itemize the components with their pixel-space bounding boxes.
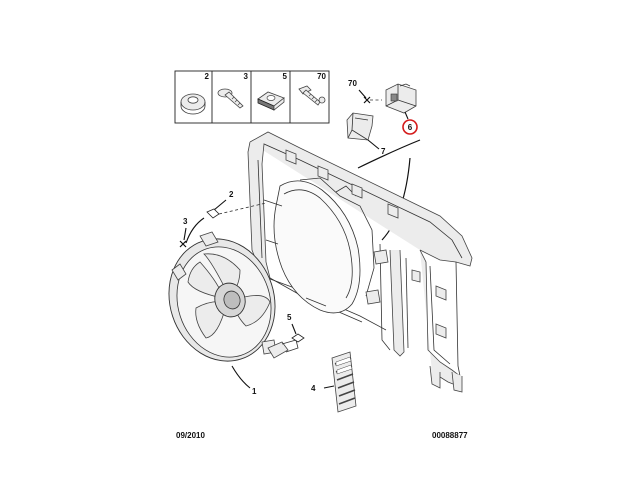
footer-reference: 00088877 [432, 431, 468, 440]
callout-4: 4 [311, 384, 316, 393]
legend-label-5: 5 [283, 72, 288, 81]
highlight-ring [402, 119, 418, 135]
grille-part-4 [331, 351, 357, 413]
bolt-icon [217, 88, 244, 109]
callout-70: 70 [348, 79, 357, 88]
legend-strip: 2 3 5 70 [174, 70, 330, 124]
connector-part-6 [385, 83, 417, 114]
cross-marker-icon [363, 96, 371, 104]
callout-5: 5 [287, 313, 292, 322]
footer-date: 09/2010 [176, 431, 205, 440]
legend-label-2: 2 [205, 72, 210, 81]
screw-icon [298, 85, 326, 106]
clip-nut-icon [257, 91, 285, 111]
callout-7: 7 [381, 147, 386, 156]
callout-6: 6 [408, 123, 413, 132]
callout-3: 3 [183, 217, 188, 226]
cooling-fan-part-1 [168, 231, 299, 362]
bracket-part-7 [346, 112, 374, 141]
clip-part-5 [291, 333, 305, 343]
cross-marker-icon-3 [179, 240, 187, 248]
detail-arc [357, 139, 421, 169]
legend-label-70: 70 [317, 72, 326, 81]
callout-1: 1 [252, 387, 257, 396]
radiator-frame [247, 131, 473, 393]
callout-2: 2 [229, 190, 234, 199]
grommet-part-2 [206, 208, 220, 219]
legend-label-3: 3 [244, 72, 249, 81]
grommet-icon [180, 93, 206, 115]
